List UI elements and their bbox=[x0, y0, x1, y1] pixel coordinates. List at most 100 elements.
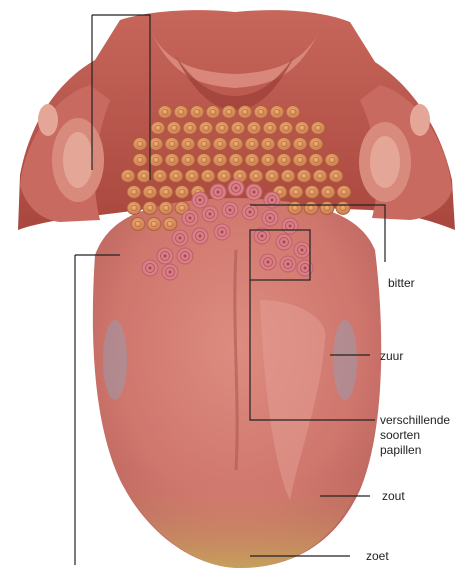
label-papillen-line1: verschillende bbox=[380, 413, 450, 427]
taste-bud bbox=[337, 186, 351, 199]
taste-bud bbox=[181, 154, 195, 167]
label-papillen-line2: soorten bbox=[380, 428, 420, 442]
taste-bud bbox=[217, 170, 231, 183]
taste-bud bbox=[151, 122, 165, 135]
pink-papilla bbox=[242, 204, 258, 220]
taste-bud bbox=[165, 138, 179, 151]
label-bitter: bitter bbox=[388, 276, 415, 290]
taste-bud bbox=[245, 138, 259, 151]
taste-bud bbox=[190, 106, 204, 119]
taste-bud bbox=[131, 218, 145, 231]
taste-bud bbox=[286, 106, 300, 119]
taste-bud bbox=[263, 122, 277, 135]
pink-papilla bbox=[202, 206, 218, 222]
taste-bud bbox=[229, 154, 243, 167]
taste-bud bbox=[165, 154, 179, 167]
taste-bud bbox=[245, 154, 259, 167]
taste-bud bbox=[127, 202, 141, 215]
pink-papilla bbox=[262, 210, 278, 226]
taste-bud bbox=[325, 154, 339, 167]
pink-papilla bbox=[192, 228, 208, 244]
pink-papilla bbox=[157, 248, 173, 264]
taste-bud bbox=[305, 186, 319, 199]
pink-papilla bbox=[192, 192, 208, 208]
taste-bud bbox=[222, 106, 236, 119]
taste-bud bbox=[137, 170, 151, 183]
pink-papilla bbox=[294, 242, 310, 258]
taste-bud bbox=[215, 122, 229, 135]
taste-bud bbox=[309, 154, 323, 167]
taste-bud bbox=[311, 122, 325, 135]
taste-bud bbox=[295, 122, 309, 135]
taste-bud bbox=[277, 154, 291, 167]
taste-bud bbox=[147, 218, 161, 231]
taste-bud bbox=[231, 122, 245, 135]
taste-bud bbox=[175, 186, 189, 199]
taste-bud bbox=[336, 202, 350, 215]
taste-bud bbox=[304, 202, 318, 215]
taste-bud bbox=[288, 202, 302, 215]
taste-bud bbox=[329, 170, 343, 183]
taste-bud bbox=[297, 170, 311, 183]
taste-bud bbox=[121, 170, 135, 183]
pink-papilla bbox=[222, 202, 238, 218]
taste-bud bbox=[183, 122, 197, 135]
taste-bud bbox=[163, 218, 177, 231]
taste-bud bbox=[229, 138, 243, 151]
taste-bud bbox=[238, 106, 252, 119]
taste-bud bbox=[159, 186, 173, 199]
taste-bud bbox=[169, 170, 183, 183]
label-zuur: zuur bbox=[380, 349, 403, 363]
taste-bud bbox=[249, 170, 263, 183]
taste-bud bbox=[167, 122, 181, 135]
pink-papilla bbox=[142, 260, 158, 276]
taste-bud bbox=[261, 154, 275, 167]
taste-bud bbox=[181, 138, 195, 151]
taste-bud bbox=[320, 202, 334, 215]
taste-bud bbox=[293, 154, 307, 167]
pink-papilla bbox=[228, 180, 244, 196]
taste-bud bbox=[270, 106, 284, 119]
pink-papilla bbox=[214, 224, 230, 240]
taste-bud bbox=[127, 186, 141, 199]
taste-bud bbox=[247, 122, 261, 135]
pink-papilla bbox=[162, 264, 178, 280]
taste-bud bbox=[143, 202, 157, 215]
taste-bud bbox=[197, 154, 211, 167]
pink-papilla bbox=[246, 184, 262, 200]
taste-bud bbox=[213, 154, 227, 167]
taste-bud bbox=[174, 106, 188, 119]
taste-bud bbox=[321, 186, 335, 199]
pink-papilla bbox=[172, 230, 188, 246]
taste-bud bbox=[293, 138, 307, 151]
taste-bud bbox=[149, 154, 163, 167]
taste-bud bbox=[289, 186, 303, 199]
taste-bud bbox=[309, 138, 323, 151]
taste-bud bbox=[199, 122, 213, 135]
pink-papilla bbox=[177, 248, 193, 264]
pink-papilla bbox=[276, 234, 292, 250]
pink-papilla bbox=[280, 256, 296, 272]
pink-papilla bbox=[297, 260, 313, 276]
label-zoet: zoet bbox=[366, 549, 389, 563]
taste-bud bbox=[313, 170, 327, 183]
taste-bud bbox=[281, 170, 295, 183]
taste-bud bbox=[158, 106, 172, 119]
label-papillen-line3: papillen bbox=[380, 443, 421, 457]
taste-bud bbox=[206, 106, 220, 119]
taste-bud bbox=[197, 138, 211, 151]
taste-bud bbox=[143, 186, 157, 199]
taste-bud bbox=[149, 138, 163, 151]
taste-bud bbox=[133, 154, 147, 167]
taste-bud bbox=[133, 138, 147, 151]
taste-bud bbox=[185, 170, 199, 183]
pink-papilla bbox=[260, 254, 276, 270]
taste-bud bbox=[213, 138, 227, 151]
taste-bud bbox=[277, 138, 291, 151]
pink-papilla bbox=[182, 210, 198, 226]
label-zout: zout bbox=[382, 489, 405, 503]
pink-papilla bbox=[210, 184, 226, 200]
taste-bud bbox=[153, 170, 167, 183]
taste-bud bbox=[261, 138, 275, 151]
